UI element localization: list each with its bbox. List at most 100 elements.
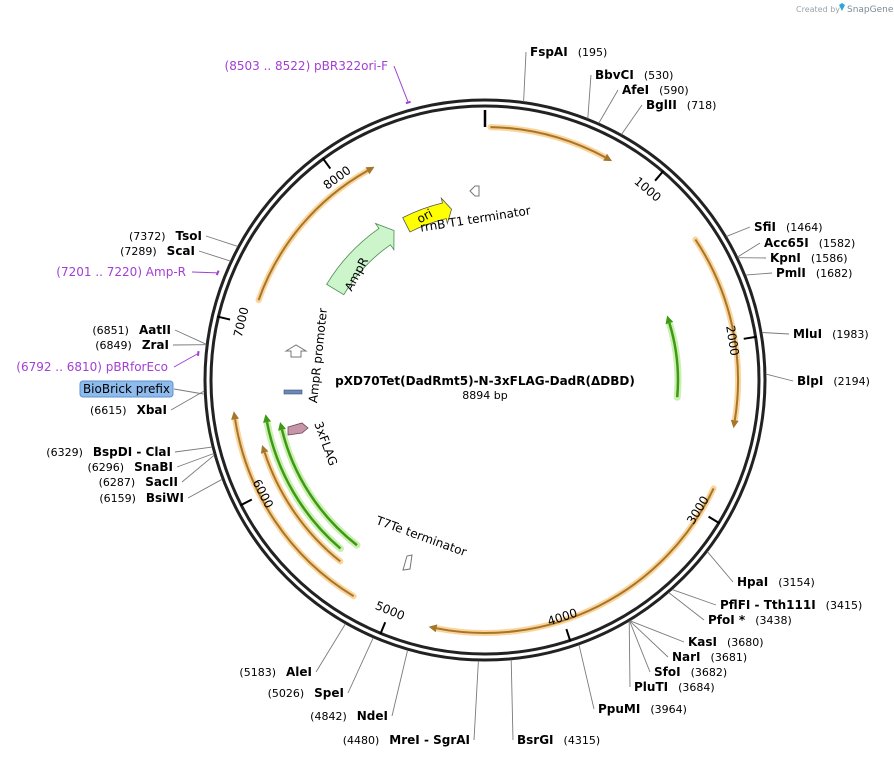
ruler-tick-label: 7000 [231, 306, 252, 339]
site-label: (4842)NdeI [310, 709, 388, 723]
site-leader [198, 250, 231, 262]
backbone-outer [203, 98, 767, 662]
ruler-tick-mark [708, 515, 721, 525]
site-leader [629, 620, 651, 673]
site-label: PluTI(3684) [634, 680, 715, 694]
primer-mark [197, 350, 200, 357]
site-label: PpuMI(3964) [598, 702, 687, 716]
orf-arc-glow [487, 124, 609, 161]
cds-arc [280, 429, 358, 547]
site-label: BbvCI(530) [595, 68, 673, 82]
orf-arrowhead [730, 419, 739, 429]
site-leader [473, 660, 479, 741]
primer-mark [405, 100, 411, 105]
orf-arc [263, 452, 341, 563]
cds-arc [265, 421, 342, 550]
site-label: Acc65I(1582) [764, 236, 855, 250]
orf-arrowhead [231, 411, 239, 420]
site-leader [510, 659, 514, 741]
orf-arc [490, 126, 606, 159]
site-leader [737, 242, 761, 258]
site-label: BlpI(2194) [797, 374, 870, 388]
site-label: (6615)XbaI [90, 403, 167, 417]
site-label: PfoI *(3438) [708, 613, 792, 627]
ruler-tick-mark [321, 157, 332, 170]
cds-arrowhead [278, 422, 286, 431]
orf-arrowhead [365, 166, 375, 175]
site-label: FspAI(195) [530, 45, 607, 59]
primer-label: (6792 .. 6810) pBRforEco [16, 360, 168, 374]
cds-arrowhead [263, 414, 271, 423]
site-label: BglII(718) [646, 98, 716, 112]
site-label: (5183)AleI [239, 665, 312, 679]
backbone-inner [209, 104, 761, 656]
site-leader [761, 332, 790, 335]
site-leader [629, 620, 669, 658]
orf-arc [436, 487, 715, 634]
plasmid-name: pXD70Tet(DadRmt5)-N-3xFLAG-DadR(ΔDBD) [335, 374, 635, 388]
orf-arrowhead [428, 624, 438, 633]
created-by-label: Created by [796, 5, 840, 14]
site-leader [174, 329, 207, 345]
site-leader [391, 649, 409, 717]
ruler-tick-mark [565, 628, 572, 642]
biobrick-leader [173, 388, 204, 395]
site-label: (6287)SacII [99, 475, 178, 489]
ori-label: ori [415, 206, 435, 226]
flag-label: 3xFLAG [311, 420, 340, 468]
site-label: (7289)ScaI [120, 244, 195, 258]
primer-mark [215, 270, 220, 276]
site-leader [668, 592, 705, 621]
site-label: KasI(3680) [688, 635, 764, 649]
ruler-tick-label: 3000 [684, 493, 712, 526]
primers: (8503 .. 8522) pBR322ori-F (7201 .. 7220)… [16, 59, 411, 398]
promoter-icon [284, 344, 308, 358]
orf-arc [694, 238, 740, 421]
ruler-tick-label: 1000 [631, 174, 663, 204]
ruler-tick-mark [239, 498, 253, 507]
site-leader [523, 51, 527, 102]
site-leader [205, 235, 238, 247]
cds-arrowhead [665, 315, 674, 325]
snapgene-brand: SnapGene [847, 5, 894, 15]
site-leader [170, 390, 205, 411]
site-leader [578, 644, 595, 710]
ampr-arrow [326, 222, 395, 296]
site-leader [587, 74, 592, 119]
ruler-tick-mark [217, 315, 231, 321]
ruler-tick-label: 6000 [250, 477, 276, 511]
t7te-terminator-label: T7Te terminator [373, 513, 468, 559]
ruler-tick-label: 4000 [546, 606, 579, 629]
site-leader [707, 551, 734, 583]
site-label: HpaI(3154) [737, 575, 815, 589]
biobrick-box [79, 380, 174, 398]
primer-label: (7201 .. 7220) Amp-R [56, 265, 186, 279]
site-label: AfeI(590) [622, 83, 689, 97]
site-label: (6851)AatII [92, 323, 171, 337]
orf-arrowhead [603, 153, 613, 162]
site-label: (6296)SnaBI [88, 460, 173, 474]
ruler-tick-mark [743, 335, 757, 340]
site-label: (6849)ZraI [95, 338, 169, 352]
site-label: BsrGI(4315) [517, 733, 600, 747]
site-leader [181, 454, 215, 483]
cds-arc [668, 322, 680, 398]
site-leader [672, 589, 717, 606]
ruler-tick-label: 2000 [723, 324, 742, 356]
site-leader [187, 478, 223, 499]
ruler-tick-mark [654, 170, 665, 182]
biobrick-label: BioBrick prefix [83, 382, 170, 396]
primer-leader [173, 353, 199, 368]
site-label: NarI(3681) [672, 650, 747, 664]
site-leader [745, 272, 773, 276]
primer-label: (8503 .. 8522) pBR322ori-F [225, 59, 389, 73]
primer-leader [191, 271, 218, 274]
restriction-sites: FspAI(195) BbvCI(530)AfeI(590)BglII(718) S… [46, 45, 870, 747]
plasmid-length: 8894 bp [462, 389, 507, 402]
site-label: SfiI(1464) [754, 220, 823, 234]
ampr-promoter-label: AmpR promoter [306, 307, 330, 403]
site-label: (5026)SpeI [268, 686, 344, 700]
site-label: (4480)MreI - SgrAI [343, 733, 470, 747]
site-label: PflFI - Tth111I(3415) [720, 598, 862, 612]
